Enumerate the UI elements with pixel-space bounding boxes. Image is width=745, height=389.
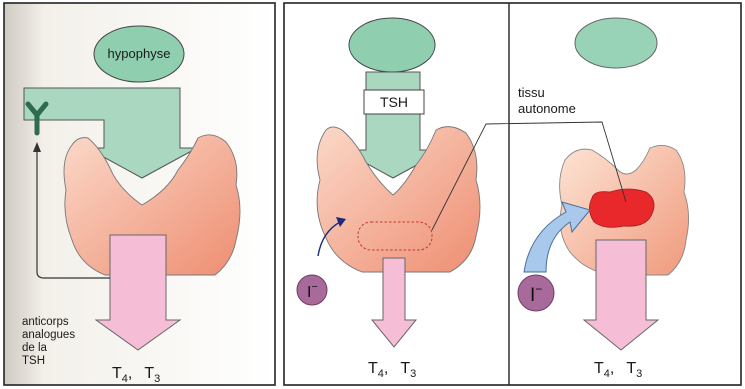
hormone-t3: T	[144, 365, 154, 382]
iodide-charge-3: −	[535, 282, 542, 296]
antibody-label-line-4: TSH	[22, 355, 45, 367]
hormone-sep-3: ,	[610, 360, 614, 377]
pituitary-gland-2	[349, 18, 435, 72]
hormone-t4-3: T	[594, 360, 604, 377]
hormone-t3-2: T	[400, 360, 410, 377]
hormone-t3-sub-3: 3	[636, 368, 642, 380]
hormone-sep: ,	[128, 365, 132, 382]
antibody-label-line-3: de la	[22, 342, 48, 354]
hormone-t4: T	[112, 365, 122, 382]
pituitary-label: hypophyse	[108, 46, 171, 61]
autonomous-label-line-2: autonome	[518, 101, 576, 116]
hormone-t3-3: T	[626, 360, 636, 377]
hormone-t4-2: T	[368, 360, 378, 377]
hormone-t3-sub-2: 3	[410, 368, 416, 380]
antibody-label-line-2: analogues	[22, 329, 75, 341]
hormone-sep-2: ,	[384, 360, 388, 377]
antibody-label-line-1: anticorps	[22, 316, 69, 328]
tsh-label: TSH	[380, 94, 408, 110]
autonomous-nodule	[589, 189, 654, 227]
pituitary-gland-3	[575, 18, 657, 68]
iodide-charge: −	[311, 281, 317, 293]
hormone-t3-sub: 3	[154, 373, 160, 385]
panel-antibody-stimulation: hypophyse anticorps analogues de la TSH …	[4, 3, 275, 385]
autonomous-label-line-1: tissu	[518, 85, 545, 100]
